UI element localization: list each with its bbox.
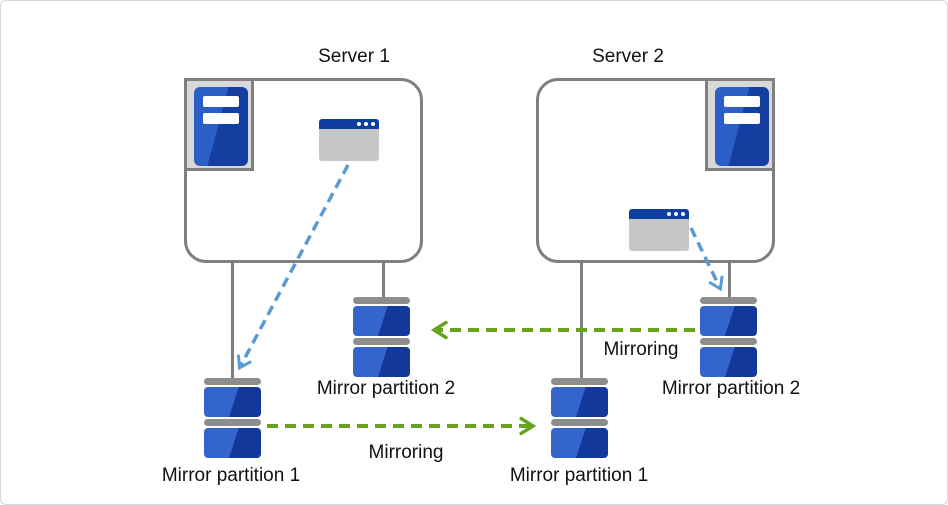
- disk-platter: [353, 347, 410, 377]
- server2-server-icon: [715, 87, 769, 166]
- server2-mirror-partition2-disk-icon: [700, 297, 757, 377]
- server-slot-bar: [724, 96, 760, 107]
- disk-cap: [353, 338, 410, 345]
- connector-server1-partition1: [231, 261, 234, 379]
- disk-platter: [551, 428, 608, 458]
- window-dot-icon: [674, 212, 678, 216]
- server1-icon-frame: [184, 78, 254, 171]
- server1-mirror-partition1-disk-icon: [204, 378, 261, 458]
- connector-server2-partition1: [580, 261, 583, 379]
- disk-cap: [551, 419, 608, 426]
- disk-cap: [700, 338, 757, 345]
- server-slot-bar: [203, 113, 239, 124]
- window-titlebar: [319, 119, 379, 129]
- disk-cap: [551, 378, 608, 385]
- disk-platter: [700, 306, 757, 336]
- disk-platter: [700, 347, 757, 377]
- window-dot-icon: [357, 122, 361, 126]
- window-dot-icon: [681, 212, 685, 216]
- disk-platter: [353, 306, 410, 336]
- mirroring-bottom-label: Mirroring: [368, 442, 444, 463]
- window-dot-icon: [364, 122, 368, 126]
- server2-mirror-partition1-disk-icon: [551, 378, 608, 458]
- disk-platter: [204, 387, 261, 417]
- server2-icon-frame: [705, 78, 775, 171]
- connector-server2-partition2: [728, 261, 731, 298]
- window-dot-icon: [371, 122, 375, 126]
- server1-server-icon: [194, 87, 248, 166]
- disk-cap: [353, 297, 410, 304]
- window-titlebar: [629, 209, 689, 219]
- server1-mirror-partition2-disk-icon: [353, 297, 410, 377]
- window-body: [629, 219, 689, 251]
- server1-title: Server 1: [318, 46, 390, 67]
- server-slot-bar: [724, 113, 760, 124]
- application-b-window-icon: [629, 209, 689, 251]
- server2-partition1-label: Mirror partition 1: [509, 465, 649, 486]
- connector-server1-partition2: [382, 261, 385, 298]
- application-a-window-icon: [319, 119, 379, 161]
- server1-partition2-label: Mirror partition 2: [316, 378, 456, 399]
- window-dot-icon: [667, 212, 671, 216]
- server2-title: Server 2: [592, 46, 664, 67]
- server2-partition2-label: Mirror partition 2: [661, 378, 801, 399]
- server1-partition1-label: Mirror partition 1: [161, 465, 301, 486]
- disk-platter: [551, 387, 608, 417]
- server-slot-bar: [203, 96, 239, 107]
- disk-cap: [700, 297, 757, 304]
- disk-platter: [204, 428, 261, 458]
- disk-cap: [204, 419, 261, 426]
- mirroring-top-label: Mirroring: [603, 339, 679, 360]
- window-body: [319, 129, 379, 161]
- disk-cap: [204, 378, 261, 385]
